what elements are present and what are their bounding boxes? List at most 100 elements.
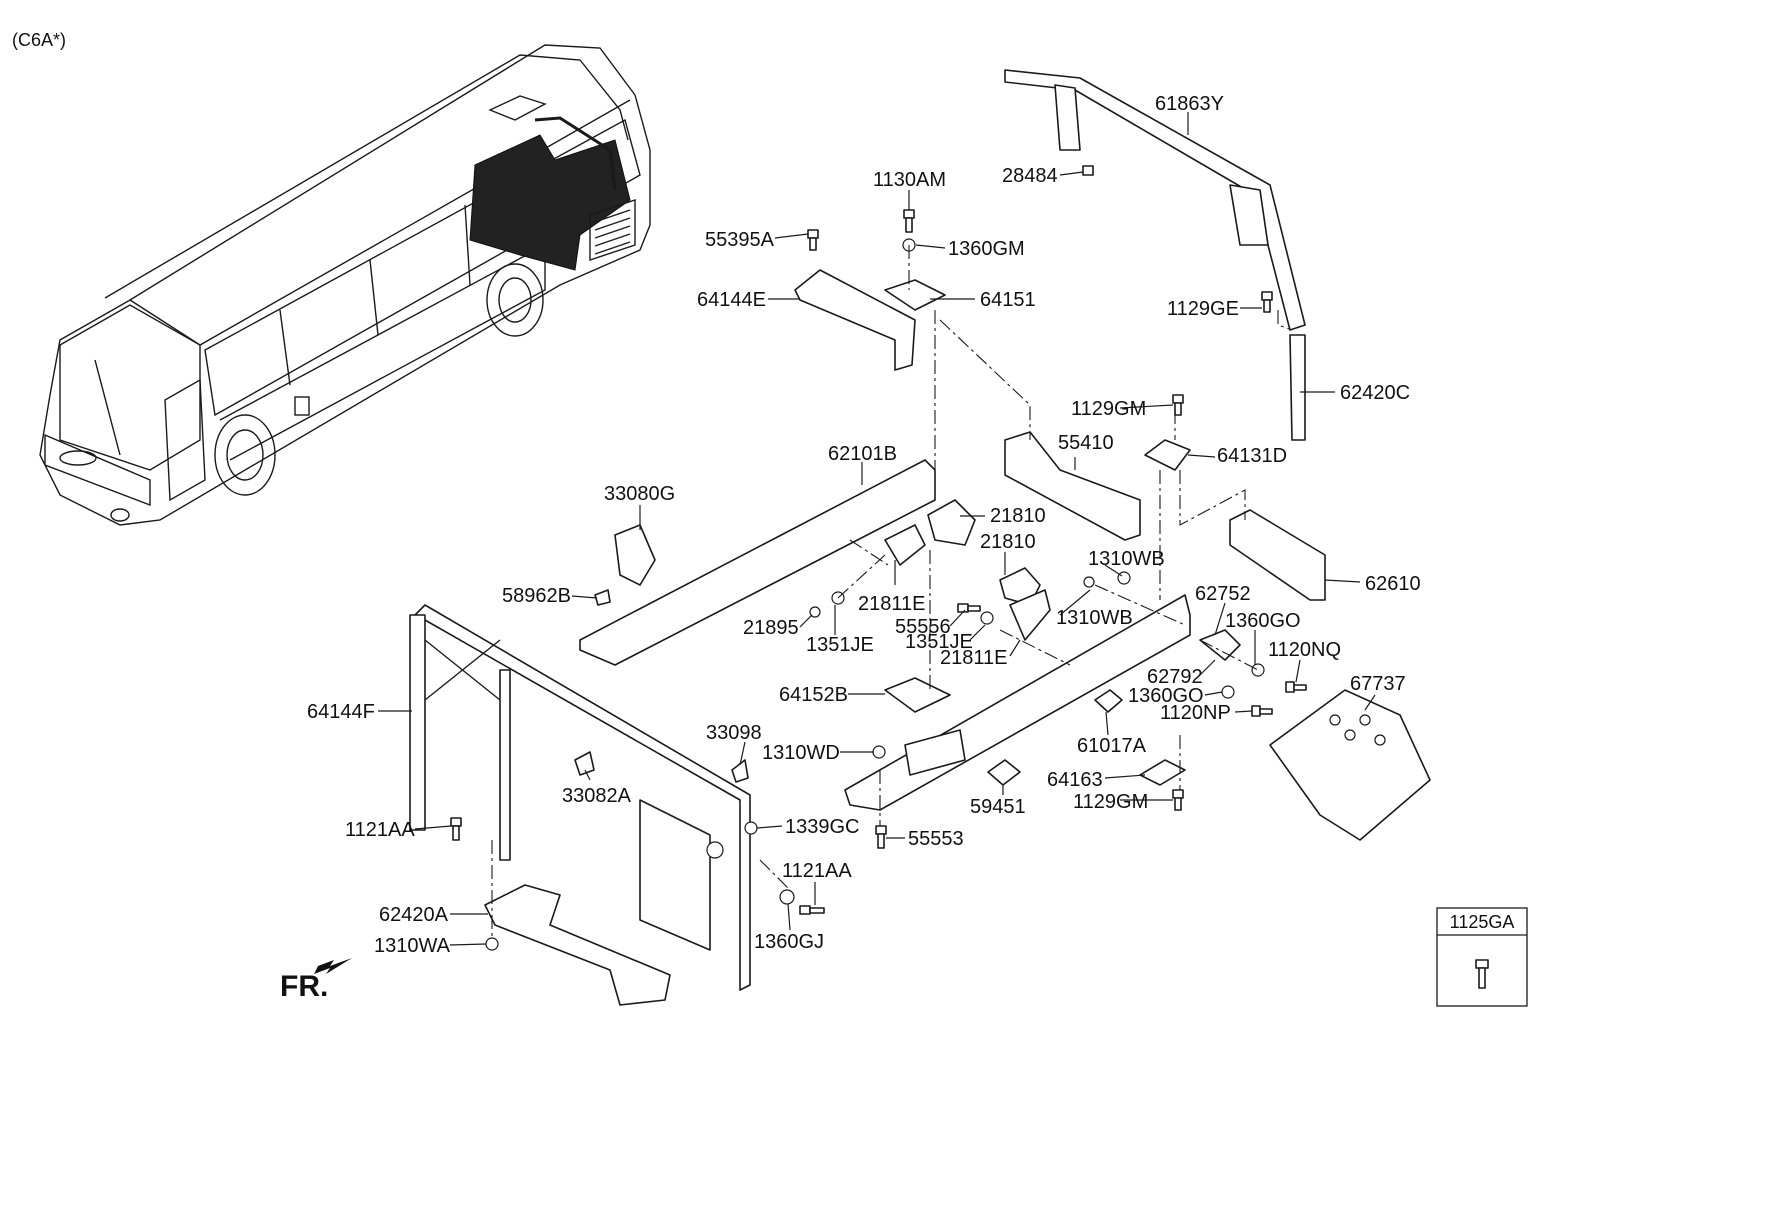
callout-label: 1360GO — [1128, 685, 1204, 707]
callout-label: 33098 — [706, 722, 762, 744]
callout-label: 1360GM — [948, 238, 1025, 260]
callout-label: 1310WA — [374, 935, 451, 957]
callout-labels: 61863Y 28484 1129GE 62420C 1130AM 55395A… — [307, 93, 1421, 957]
part-21811e-bracket-a — [884, 524, 926, 566]
arrow-icon — [314, 958, 352, 974]
part-62420c-pillar — [1289, 334, 1306, 441]
part-61863y-frame — [1004, 69, 1306, 331]
callout-label: 64151 — [980, 289, 1036, 311]
nut-icon — [485, 937, 499, 951]
callout-label: 1120NQ — [1268, 639, 1341, 661]
part-64152b-plate — [884, 677, 951, 713]
bolt-icon — [1172, 789, 1184, 811]
callout-label: 64144F — [307, 701, 375, 723]
part-62420a-bracket — [484, 884, 671, 1006]
leader-lines — [378, 112, 1376, 946]
callout-label: 62101B — [828, 443, 897, 465]
callout-label: 62420C — [1340, 382, 1410, 404]
nut-icon — [872, 745, 886, 759]
callout-label: 61863Y — [1155, 93, 1224, 115]
legend-part-number: 1125GA — [1450, 912, 1515, 932]
callout-label: 1360GO — [1225, 610, 1301, 632]
part-64163-plate — [1139, 759, 1186, 786]
bolt-icon — [875, 825, 887, 849]
callout-label: 64163 — [1047, 769, 1103, 791]
callout-label: 55553 — [908, 828, 964, 850]
nut-icon — [809, 606, 821, 618]
part-21811e-bracket-b — [1009, 589, 1051, 641]
part-64144e-bracket — [794, 269, 916, 371]
callout-label: 61017A — [1077, 735, 1147, 757]
callout-label: 62420A — [379, 904, 449, 926]
part-61017a-bracket — [1094, 689, 1123, 713]
front-direction-marker: FR. — [280, 958, 352, 1003]
bolt-icon — [807, 229, 819, 251]
part-62610-bracket — [1229, 509, 1326, 601]
callout-label: 64152B — [779, 684, 848, 706]
part-55410-crossmember — [1004, 431, 1141, 541]
callout-label: 59451 — [970, 796, 1026, 818]
callout-label: 1130AM — [873, 169, 946, 191]
callout-label: 28484 — [1002, 165, 1058, 187]
callout-label: 33080G — [604, 483, 675, 505]
part-62101b-rail — [579, 459, 936, 666]
callout-label: 58962B — [502, 585, 571, 607]
callout-label: 1360GJ — [754, 931, 824, 953]
callout-label: 1351JE — [905, 631, 973, 653]
part-59451-bracket — [987, 759, 1021, 786]
callout-label: 62752 — [1195, 583, 1251, 605]
bolt-icon — [1172, 394, 1184, 416]
part-33082a-clip — [574, 751, 595, 776]
part-67737-tray — [1269, 689, 1431, 841]
callout-label: 1129GM — [1073, 791, 1148, 813]
nut-icon — [1083, 576, 1095, 588]
callout-label: 1351JE — [806, 634, 874, 656]
variant-code: (C6A*) — [12, 30, 66, 50]
callout-label: 1121AA — [782, 860, 852, 882]
bolt-icon — [1251, 705, 1273, 717]
callout-label: 21811E — [940, 647, 1007, 669]
nut-icon — [1082, 165, 1094, 176]
callout-label: 1120NP — [1160, 702, 1231, 724]
nut-icon — [1251, 663, 1265, 677]
bus-overview-illustration — [39, 44, 651, 526]
washer-icon — [779, 889, 795, 905]
callout-label: 64131D — [1217, 445, 1287, 467]
bolt-icon — [957, 603, 981, 613]
front-label: FR. — [280, 970, 328, 1003]
washer-icon — [744, 821, 758, 835]
callout-label: 1129GE — [1167, 298, 1239, 320]
callout-label: 21810 — [990, 505, 1046, 527]
callout-label: 21811E — [858, 593, 925, 615]
bolt-icon — [450, 817, 462, 841]
callout-label: 21895 — [743, 617, 799, 639]
part-58962b-clip — [594, 589, 611, 606]
callout-label: 67737 — [1350, 673, 1406, 695]
part-64131d-plate — [1144, 439, 1191, 471]
bolt-icon — [1475, 959, 1489, 989]
alignment-lines — [491, 245, 1293, 940]
parts-group — [409, 69, 1431, 1006]
callout-label: 1121AA — [345, 819, 415, 841]
bolt-icon — [903, 209, 915, 233]
bolt-icon — [1261, 291, 1273, 313]
callout-label: 1310WB — [1088, 548, 1165, 570]
callout-label: 33082A — [562, 785, 632, 807]
fasteners-group — [450, 165, 1307, 951]
callout-label: 1310WB — [1056, 607, 1133, 629]
callout-label: 1310WD — [762, 742, 840, 764]
callout-label: 1339GC — [785, 816, 860, 838]
part-33080g-bracket — [614, 524, 656, 586]
part-64151-plate — [884, 279, 946, 311]
callout-label: 1129GM — [1071, 398, 1146, 420]
bolt-icon — [1285, 681, 1307, 693]
callout-label: 21810 — [980, 531, 1036, 553]
part-62752-hook — [1199, 629, 1241, 661]
washer-icon — [1117, 571, 1131, 585]
callout-label: 55395A — [705, 229, 775, 251]
washer-icon — [980, 611, 994, 625]
part-64144f-frame — [414, 604, 751, 991]
nut-icon — [1221, 685, 1235, 699]
callout-label: 62610 — [1365, 573, 1421, 595]
